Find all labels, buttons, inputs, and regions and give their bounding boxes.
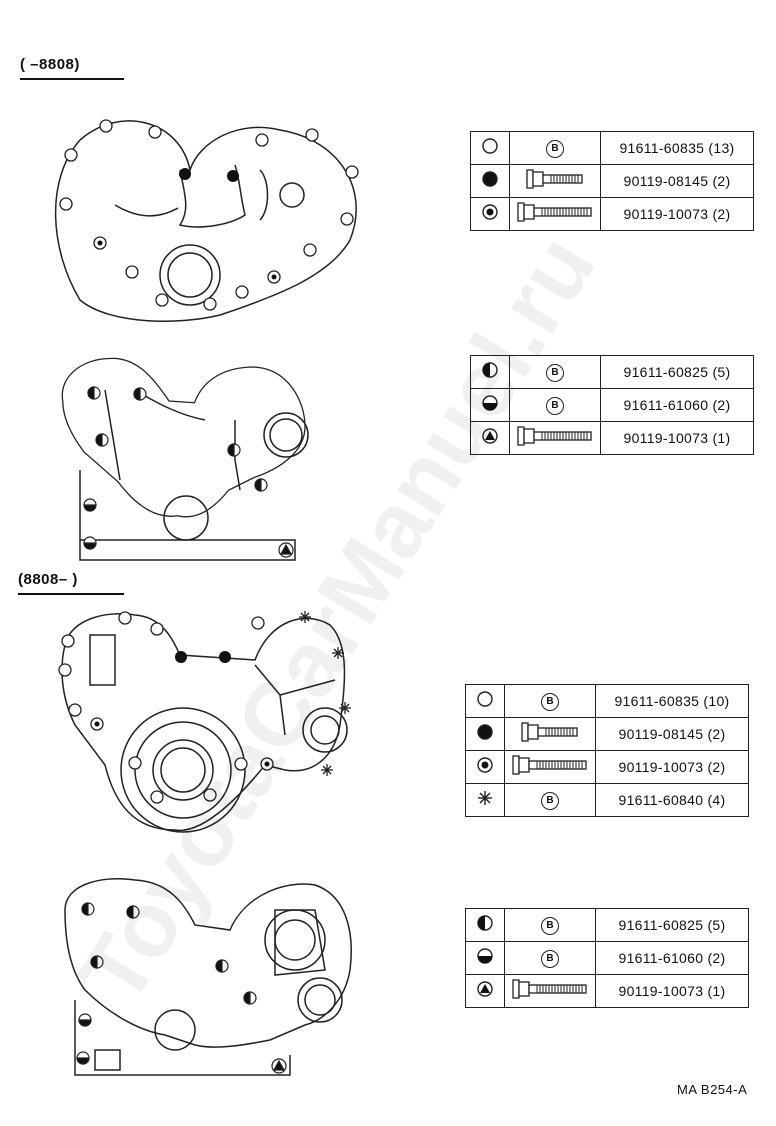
dot-circle-icon <box>482 203 498 220</box>
table-row: 90119-10073 (1) <box>470 421 754 455</box>
bolt-type-cell <box>509 421 601 455</box>
table-row: 90119-08145 (2) <box>465 717 749 751</box>
range-label-early: ( –8808) <box>20 56 80 73</box>
part-number-cell: 91611-61060 (2) <box>595 941 749 975</box>
flange-bolt-icon <box>512 754 587 775</box>
table-row: B 91611-61060 (2) <box>470 388 754 422</box>
asterisk-circle-icon <box>478 790 492 805</box>
b-mark-icon: B <box>546 364 564 382</box>
symbol-cell <box>465 750 505 784</box>
table-row: 90119-10073 (1) <box>465 974 749 1008</box>
dot-circle-icon <box>477 756 493 773</box>
bolt-table-2: B 91611-60825 (5) B 91611-61060 (2)90119-10… <box>470 355 754 455</box>
flange-bolt-icon <box>526 168 583 189</box>
filled-circle-icon <box>482 170 498 187</box>
bolt-table-4: B 91611-60825 (5) B 91611-61060 (2)90119-10… <box>465 908 749 1008</box>
b-mark-icon: B <box>546 140 564 158</box>
bolt-type-cell: B <box>504 941 596 975</box>
half-left-circle-icon <box>477 914 493 931</box>
open-circle-icon <box>477 690 493 707</box>
flange-bolt-icon <box>517 425 592 446</box>
range-label-late: (8808– ) <box>18 571 78 588</box>
timing-cover-diagram-2 <box>61 357 309 561</box>
bolt-table-1: B 91611-60835 (13)90119-08145 (2)90119-10… <box>470 131 754 231</box>
timing-cover-diagram-1 <box>54 119 359 322</box>
bolt-type-cell <box>504 717 596 751</box>
symbol-cell <box>465 684 505 718</box>
part-number-cell: 90119-08145 (2) <box>600 164 754 198</box>
range-underline-late <box>18 593 124 595</box>
part-number-cell: 91611-60825 (5) <box>600 355 754 389</box>
bolt-type-cell: B <box>509 131 601 165</box>
symbol-cell <box>470 421 510 455</box>
bolt-type-cell: B <box>504 783 596 817</box>
table-row: B 91611-60825 (5) <box>465 908 749 942</box>
b-mark-icon: B <box>541 917 559 935</box>
filled-circle-icon <box>477 723 493 740</box>
b-mark-icon: B <box>541 792 559 810</box>
b-mark-icon: B <box>541 950 559 968</box>
symbol-cell <box>470 131 510 165</box>
bolt-type-cell <box>504 974 596 1008</box>
table-row: B 91611-60835 (13) <box>470 131 754 165</box>
bolt-type-cell: B <box>509 355 601 389</box>
half-bottom-circle-icon <box>482 394 498 411</box>
b-mark-icon: B <box>546 397 564 415</box>
symbol-cell <box>470 355 510 389</box>
b-mark-icon: B <box>541 693 559 711</box>
part-number-cell: 90119-08145 (2) <box>595 717 749 751</box>
part-number-cell: 91611-60835 (13) <box>600 131 754 165</box>
symbol-cell <box>470 388 510 422</box>
table-row: B 91611-60835 (10) <box>465 684 749 718</box>
half-bottom-circle-icon <box>477 947 493 964</box>
flange-bolt-icon <box>521 721 578 742</box>
bolt-type-cell <box>504 750 596 784</box>
table-row: B 91611-60825 (5) <box>470 355 754 389</box>
bolt-type-cell: B <box>509 388 601 422</box>
part-number-cell: 90119-10073 (1) <box>595 974 749 1008</box>
triangle-circle-icon <box>477 980 493 997</box>
symbol-cell <box>465 974 505 1008</box>
symbol-cell <box>465 717 505 751</box>
table-row: 90119-10073 (2) <box>470 197 754 231</box>
bolt-type-cell <box>509 164 601 198</box>
range-underline-early <box>20 78 124 80</box>
timing-cover-diagram-3 <box>58 611 351 833</box>
half-left-circle-icon <box>482 361 498 378</box>
bolt-type-cell: B <box>504 908 596 942</box>
part-number-cell: 91611-60825 (5) <box>595 908 749 942</box>
symbol-cell <box>465 908 505 942</box>
triangle-circle-icon <box>482 427 498 444</box>
open-circle-icon <box>482 137 498 154</box>
table-row: B 91611-61060 (2) <box>465 941 749 975</box>
flange-bolt-icon <box>512 978 587 999</box>
part-number-cell: 91611-60840 (4) <box>595 783 749 817</box>
timing-cover-diagram-4 <box>64 878 352 1076</box>
figure-code: MA B254-A <box>677 1082 748 1097</box>
table-row: 90119-10073 (2) <box>465 750 749 784</box>
table-row: 90119-08145 (2) <box>470 164 754 198</box>
bolt-type-cell <box>509 197 601 231</box>
symbol-cell <box>470 164 510 198</box>
symbol-cell <box>465 783 505 817</box>
symbol-cell <box>465 941 505 975</box>
part-number-cell: 91611-60835 (10) <box>595 684 749 718</box>
symbol-cell <box>470 197 510 231</box>
table-row: B 91611-60840 (4) <box>465 783 749 817</box>
flange-bolt-icon <box>517 201 592 222</box>
part-number-cell: 90119-10073 (2) <box>600 197 754 231</box>
bolt-table-3: B 91611-60835 (10)90119-08145 (2)90119-10… <box>465 684 749 817</box>
part-number-cell: 90119-10073 (2) <box>595 750 749 784</box>
part-number-cell: 91611-61060 (2) <box>600 388 754 422</box>
bolt-type-cell: B <box>504 684 596 718</box>
part-number-cell: 90119-10073 (1) <box>600 421 754 455</box>
